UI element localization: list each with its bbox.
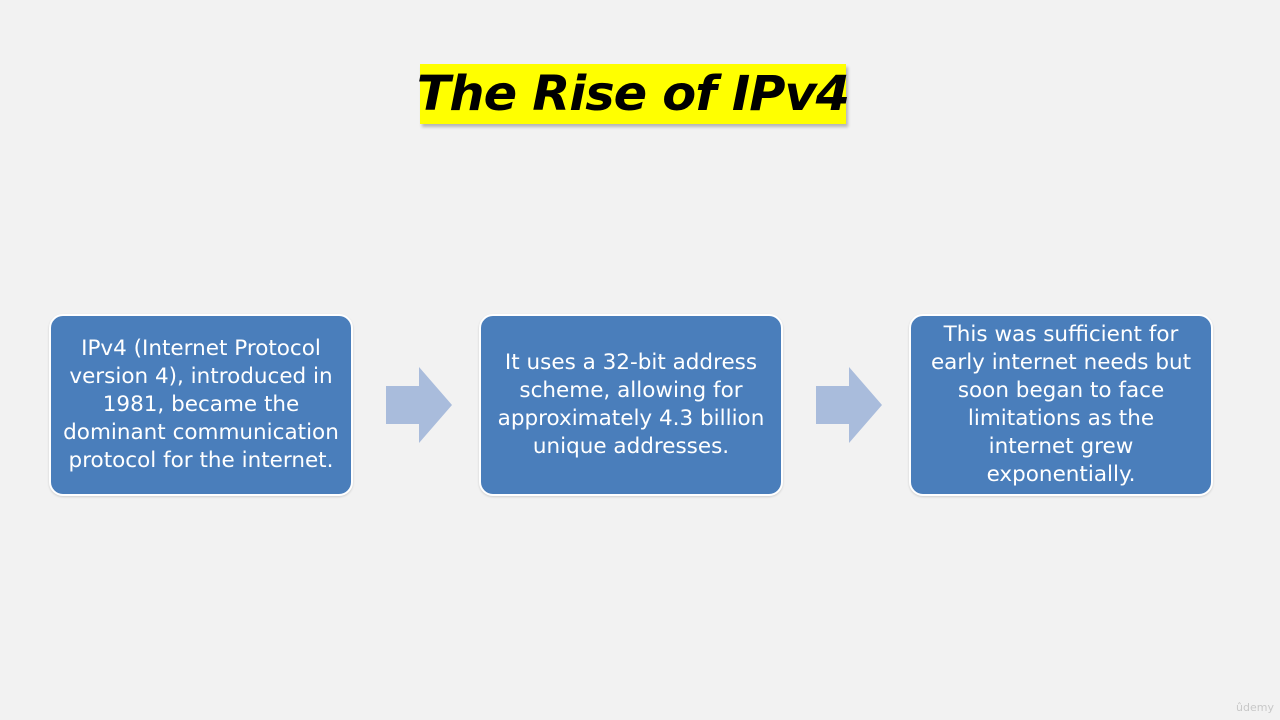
slide-title: The Rise of IPv4 (416, 64, 850, 124)
step-box-2: It uses a 32-bit address scheme, allowin… (479, 314, 783, 496)
arrow-right-icon (816, 367, 882, 443)
arrow-right-icon (386, 367, 452, 443)
step-text-2: It uses a 32-bit address scheme, allowin… (497, 350, 765, 459)
step-box-1: IPv4 (Internet Protocol version 4), intr… (49, 314, 353, 496)
udemy-watermark: ûdemy (1236, 701, 1274, 714)
step-text-3: This was sufficient for early internet n… (930, 322, 1192, 487)
slide-title-text: The Rise of IPv4 (416, 66, 850, 122)
step-text-1: IPv4 (Internet Protocol version 4), intr… (63, 336, 339, 473)
step-box-3: This was sufficient for early internet n… (909, 314, 1213, 496)
